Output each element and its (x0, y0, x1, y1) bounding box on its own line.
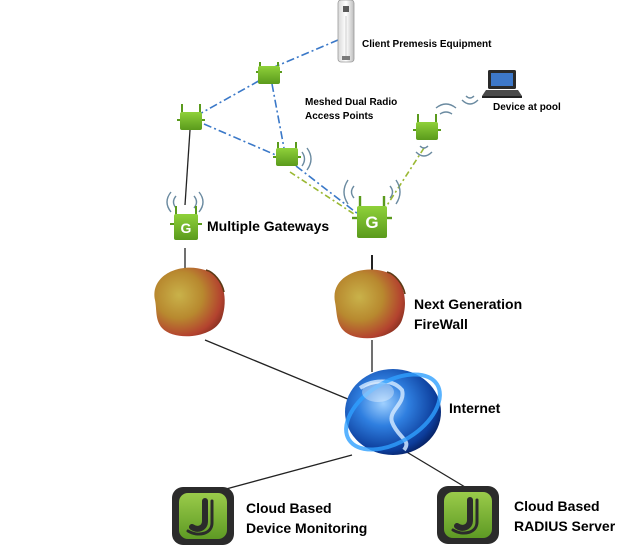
mesh-link-ap1-ap3 (203, 123, 279, 157)
gateway-letter: G (181, 220, 192, 236)
laptop-icon (482, 70, 522, 98)
mesh-links (195, 39, 359, 215)
wifi-signal-icon (166, 95, 479, 213)
meshed-ap-label-line1: Meshed Dual Radio (305, 97, 398, 108)
wired-links (184, 129, 471, 493)
mango-firewall-icon (154, 267, 225, 337)
device-at-pool-label: Device at pool (493, 102, 561, 113)
cloud-radius-label-line2: RADIUS Server (514, 518, 616, 534)
access-point-icon (273, 142, 301, 166)
mesh-link-ap2-cpe (271, 39, 339, 69)
multiple-gateways-label: Multiple Gateways (207, 218, 330, 234)
wireless-link-ap4-gateway2 (383, 147, 425, 211)
wire-internet-monitoring (214, 454, 353, 493)
wire-internet-radius (399, 447, 471, 491)
gateway-icon: G (170, 206, 202, 240)
cpe-antenna-icon (337, 0, 355, 63)
cloud-app-icon (437, 486, 499, 544)
cloud-monitoring-label-line2: Device Monitoring (246, 520, 368, 536)
cloud-monitoring-label-line1: Cloud Based (246, 500, 332, 516)
mango-firewall-icon (334, 269, 406, 339)
gateway-icon: G (352, 196, 392, 238)
firewall-label-line1: Next Generation (414, 296, 523, 312)
wireless-links (289, 147, 425, 215)
wire-firewall1-internet (204, 339, 356, 403)
wireless-link-ap3-gateway2 (289, 171, 355, 215)
globe-icon (344, 369, 442, 455)
mesh-link-ap3-gateway2 (295, 165, 359, 215)
client-equipment-label: Client Premesis Equipment (362, 39, 492, 50)
meshed-ap-label-line2: Access Points (305, 111, 374, 122)
cloud-radius-label-line1: Cloud Based (514, 498, 600, 514)
cloud-app-icon (172, 487, 234, 545)
internet-label: Internet (449, 400, 501, 416)
access-point-icon (177, 104, 205, 130)
mesh-link-ap1-ap2 (195, 77, 265, 117)
access-point-icon (256, 62, 282, 84)
wire-ap1-gateway1 (184, 129, 191, 206)
mesh-link-ap2-ap3 (271, 83, 285, 149)
gateway-letter: G (365, 213, 378, 232)
firewall-label-line2: FireWall (414, 316, 468, 332)
access-point-icon (413, 114, 441, 140)
